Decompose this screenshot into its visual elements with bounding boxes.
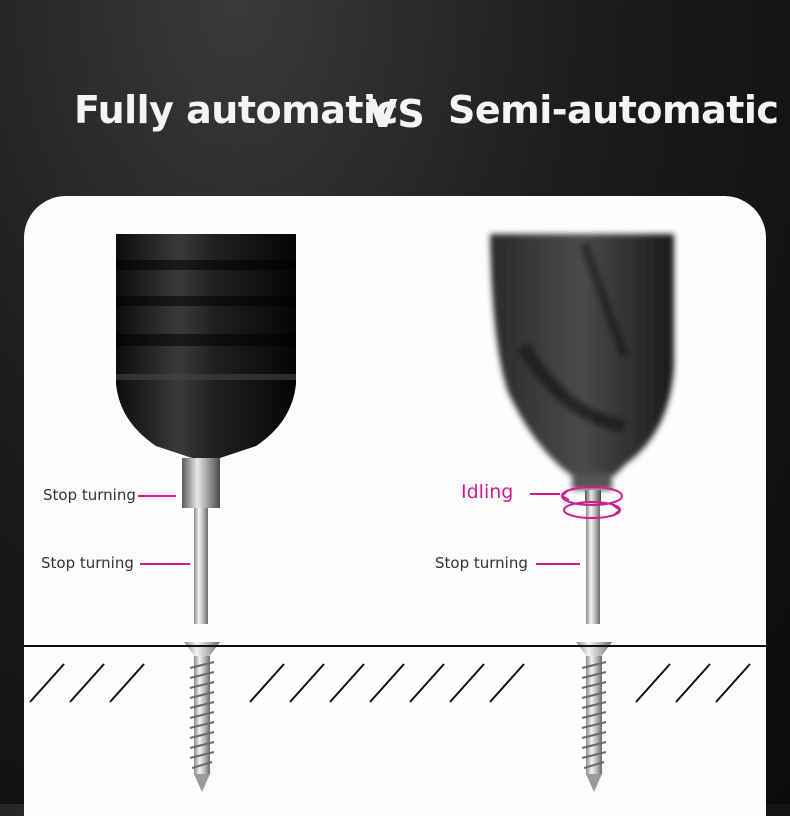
comparison-panel: Stop turning Stop turning Idling Stop tu… [24, 196, 766, 816]
semi-automatic-title: Semi-automatic [448, 88, 779, 132]
ground-surface [24, 645, 766, 703]
left-screw [184, 642, 220, 792]
comparison-title: Fully automatic VS Semi-automatic [0, 88, 790, 138]
semi-automatic-screwdriver [490, 234, 674, 624]
right-stop-turning-label: Stop turning [435, 554, 528, 572]
label-leader-lines [138, 493, 580, 565]
vs-label: VS [368, 92, 425, 136]
right-screw [576, 642, 612, 792]
left-bottom-stop-turning-label: Stop turning [41, 554, 134, 572]
fully-automatic-title: Fully automatic [74, 88, 398, 132]
idling-rotation-arrows [561, 486, 623, 519]
left-top-stop-turning-label: Stop turning [43, 486, 136, 504]
fully-automatic-screwdriver [116, 234, 296, 624]
comparison-illustration [24, 234, 766, 792]
idling-label: Idling [461, 481, 514, 503]
